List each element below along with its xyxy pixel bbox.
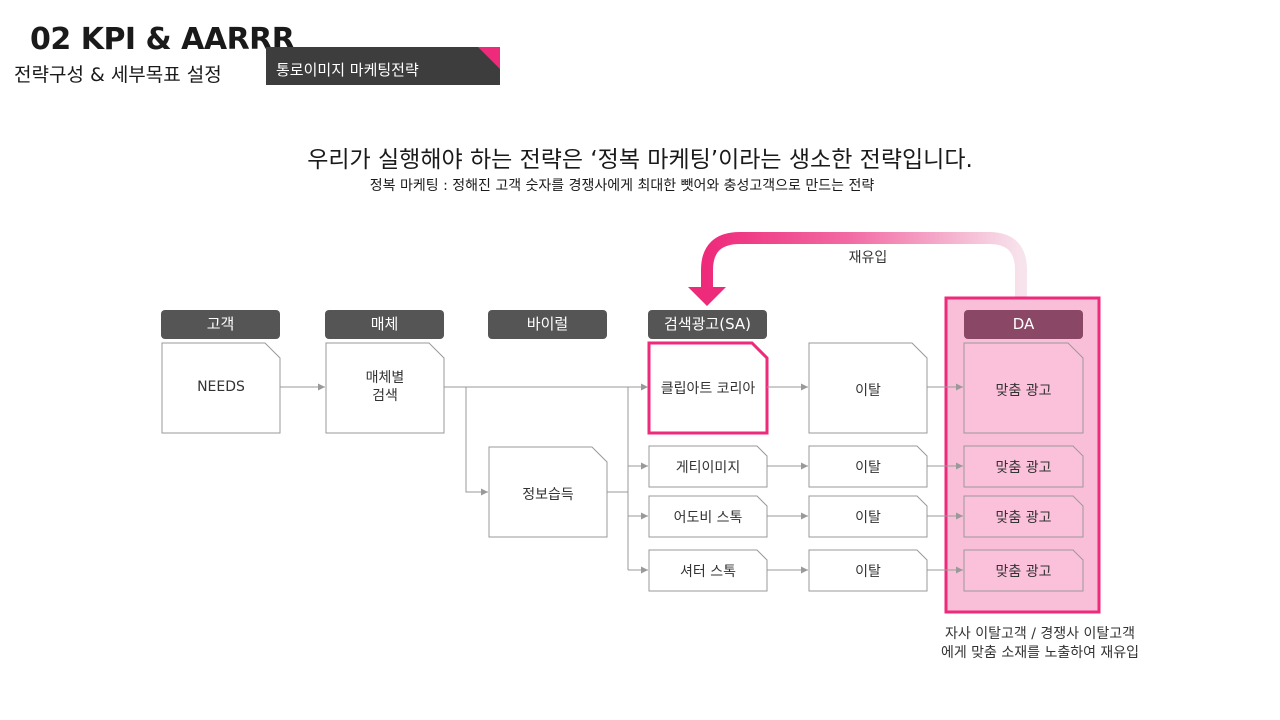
column-header-viral: 바이럴 <box>488 310 607 339</box>
needs-box <box>161 342 281 434</box>
ad-box-4 <box>963 549 1084 592</box>
section-tag: 통로이미지 마케팅전략 <box>266 47 500 85</box>
exit-box-4 <box>808 549 928 592</box>
section-tag-label: 통로이미지 마케팅전략 <box>276 61 419 79</box>
da-footnote-line2: 에게 맞춤 소재를 노출하여 재유입 <box>940 645 1140 661</box>
ad-label-4: 맞춤 광고 <box>995 564 1052 580</box>
reentry-arrowhead <box>688 287 726 306</box>
da-footnote-line1: 자사 이탈고객 / 경쟁사 이탈고객 <box>945 626 1135 642</box>
ad-label-3: 맞춤 광고 <box>995 510 1052 526</box>
exit-label-4: 이탈 <box>855 564 881 580</box>
exit-box-1 <box>808 342 928 434</box>
exit-box-3 <box>808 495 928 538</box>
column-header-customer: 고객 <box>161 310 280 339</box>
ad-box-1 <box>963 342 1084 434</box>
ad-label-1: 맞춤 광고 <box>995 383 1052 399</box>
reentry-loop-arrow <box>701 232 1027 308</box>
client-label: 클립아트 코리아 <box>660 381 756 397</box>
ad-label-2: 맞춤 광고 <box>995 460 1052 476</box>
reentry-label: 재유입 <box>848 250 888 266</box>
column-header-search-ad: 검색광고(SA) <box>648 310 767 339</box>
strategy-headline: 우리가 실행해야 하는 전략은 ‘정복 마케팅’이라는 생소한 전략입니다. <box>307 147 973 173</box>
exit-label-1: 이탈 <box>855 383 881 399</box>
info-label: 정보습득 <box>522 487 574 503</box>
da-footnote: 자사 이탈고객 / 경쟁사 이탈고객 에게 맞춤 소재를 노출하여 재유입 <box>880 625 1200 663</box>
comp-box-2 <box>648 495 768 538</box>
comp-label-3: 셔터 스톡 <box>680 564 736 580</box>
media-search-label: 매체별 검색 <box>326 369 444 405</box>
ad-box-3 <box>963 495 1084 538</box>
strategy-definition: 정복 마케팅 : 정해진 고객 숫자를 경쟁사에게 최대한 뺏어와 충성고객으로… <box>369 178 875 194</box>
exit-label-2: 이탈 <box>855 460 881 476</box>
media-search-label-line2: 검색 <box>372 388 398 404</box>
comp-box-1 <box>648 445 768 488</box>
column-header-da: DA <box>964 310 1083 339</box>
tag-corner-accent <box>478 47 500 69</box>
media-to-info-arrow <box>465 387 488 496</box>
exit-label-3: 이탈 <box>855 510 881 526</box>
column-header-media: 매체 <box>325 310 444 339</box>
client-box <box>647 341 769 435</box>
comp-label-1: 게티이미지 <box>675 460 741 476</box>
comp-label-2: 어도비 스톡 <box>673 510 743 526</box>
media-search-label-line1: 매체별 <box>365 370 405 386</box>
needs-label: NEEDS <box>197 379 245 395</box>
ad-box-2 <box>963 445 1084 488</box>
media-search-box <box>325 342 445 434</box>
page-subtitle: 전략구성 & 세부목표 설정 <box>14 64 222 86</box>
comp-box-3 <box>648 549 768 592</box>
exit-box-2 <box>808 445 928 488</box>
page-title: 02 KPI & AARRR <box>30 22 295 57</box>
info-box <box>488 446 608 538</box>
